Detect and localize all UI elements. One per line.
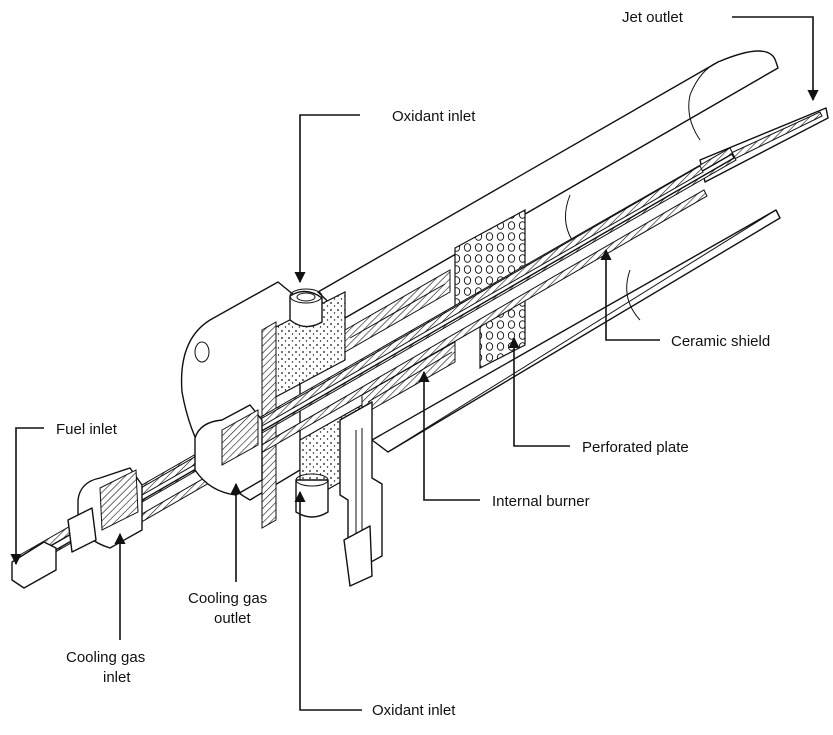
flange-hole: [194, 341, 210, 363]
label-fuel-inlet: Fuel inlet: [56, 421, 118, 438]
cooling-gas-outlet-collar-hatch: [221, 409, 259, 466]
label-cooling-gas-outlet-1: Cooling gas: [188, 590, 267, 607]
oxidant-inlet-bottom-port: [295, 479, 329, 518]
burner-body: [11, 50, 829, 589]
label-internal-burner: Internal burner: [492, 493, 590, 510]
oxidant-inlet-top-mouth: [289, 288, 323, 304]
leader-ceramic-shield: [600, 248, 660, 341]
leader-lines: [10, 16, 819, 711]
label-jet-outlet: Jet outlet: [622, 9, 684, 26]
bore-curve-2: [626, 269, 641, 321]
injector-foot: [343, 525, 373, 587]
label-oxidant-inlet-top: Oxidant inlet: [392, 108, 476, 125]
leader-perforated-plate: [508, 336, 570, 447]
outer-tube-rim: [688, 61, 719, 141]
fuel-inlet-fitting-hatch: [99, 469, 139, 531]
label-cooling-gas-outlet-2: outlet: [214, 610, 252, 627]
leader-oxidant-inlet-top: [294, 114, 360, 284]
label-cooling-gas-inlet-1: Cooling gas: [66, 649, 145, 666]
fuel-inlet-nut: [67, 507, 97, 553]
fuel-inlet-tip: [11, 541, 57, 589]
injector-stem: [355, 428, 363, 540]
labels: Jet outlet Oxidant inlet Ceramic shield …: [56, 9, 770, 719]
leader-fuel-inlet: [10, 427, 44, 566]
oxidant-inlet-bottom-mouth: [295, 473, 329, 487]
label-oxidant-inlet-bottom: Oxidant inlet: [372, 702, 456, 719]
oxidant-inlet-top-port: [289, 290, 323, 328]
internal-burner-inner: [349, 283, 453, 403]
oxidant-inlet-top-bore: [296, 292, 316, 302]
leader-jet-outlet: [732, 16, 819, 102]
label-cooling-gas-inlet-2: inlet: [103, 669, 131, 686]
bore-curve-1: [565, 194, 573, 241]
label-ceramic-shield: Ceramic shield: [671, 333, 770, 350]
leader-oxidant-inlet-bottom: [294, 490, 362, 711]
outer-tube-upper-shell: [317, 50, 779, 319]
leader-internal-burner: [418, 370, 480, 501]
label-perforated-plate: Perforated plate: [582, 439, 689, 456]
outer-tube-lower-shell: [371, 209, 781, 453]
tube-bore-edge: [344, 67, 779, 453]
